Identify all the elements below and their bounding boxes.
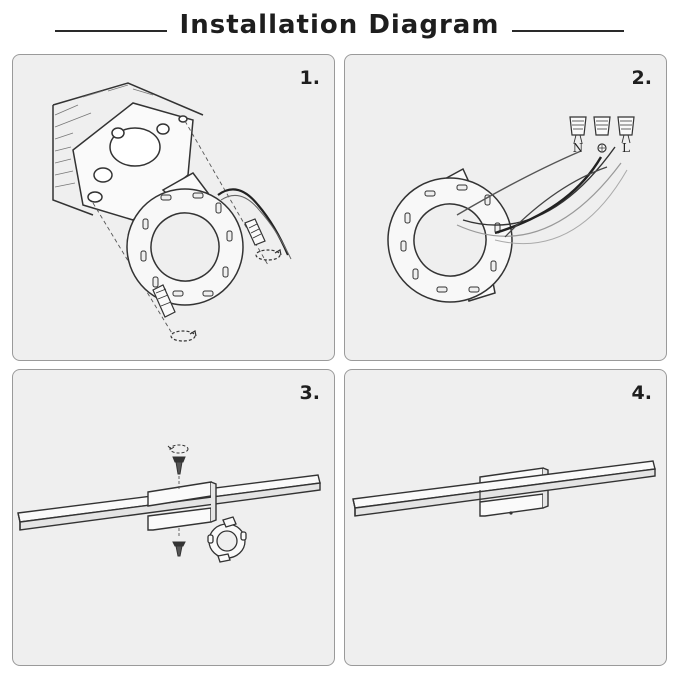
step-4-panel: 4. — [344, 369, 667, 666]
bottom-screw — [172, 528, 186, 557]
header: Installation Diagram — [0, 0, 679, 54]
line-label: L — [622, 141, 630, 155]
fixture-bracket — [147, 481, 217, 531]
step-number: 1. — [299, 67, 320, 89]
step-number: 3. — [299, 382, 320, 404]
screw-right — [244, 218, 282, 261]
page-title: Installation Diagram — [179, 10, 500, 40]
mounting-plate — [387, 167, 513, 303]
step-number: 4. — [631, 382, 652, 404]
step-3-panel: 3. — [12, 369, 335, 666]
header-rule-right — [512, 30, 624, 32]
header-rule-left — [55, 30, 167, 32]
wires — [456, 146, 628, 245]
step-2-panel: N L 2. — [344, 54, 667, 361]
small-mounting-plate — [207, 516, 247, 563]
step-number: 2. — [631, 67, 652, 89]
wire-nut-ground — [593, 116, 611, 153]
installed-fixture-illustration — [352, 460, 656, 517]
screw-left — [152, 284, 197, 342]
wire-connection-illustration: N L — [387, 116, 635, 303]
top-screw — [167, 444, 189, 475]
mounting-plate — [126, 172, 244, 306]
step-1-panel: 1. — [12, 54, 335, 361]
light-bar — [352, 460, 656, 517]
mounting-plate-to-box-illustration — [52, 82, 292, 342]
wire-nut-neutral — [569, 116, 587, 144]
neutral-label: N — [573, 141, 584, 155]
fixture-mounting-illustration — [17, 444, 321, 563]
wire-nut-line — [617, 116, 635, 144]
